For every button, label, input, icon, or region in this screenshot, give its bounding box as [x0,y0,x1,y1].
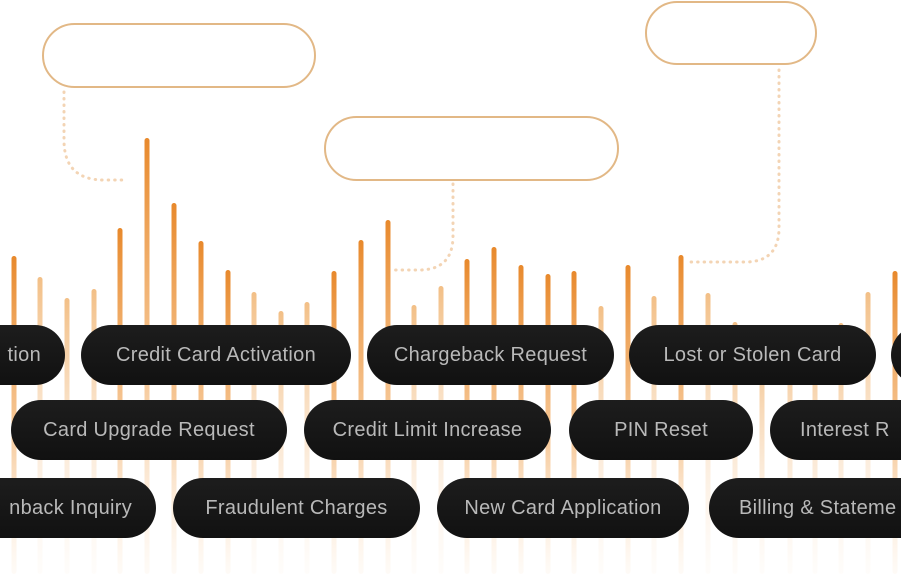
waveform-bar [171,203,177,574]
callout-bubble-1 [42,23,316,88]
callout-bubble-2 [324,116,619,181]
callout-bubble-3 [645,1,817,65]
intent-pill-activation-partial[interactable]: tion [0,325,65,385]
intent-pill-lost-or-stolen-card[interactable]: Lost or Stolen Card [629,325,876,385]
intent-pill-pin-reset[interactable]: PIN Reset [569,400,753,460]
intent-pill-chargeback-request[interactable]: Chargeback Request [367,325,614,385]
connector-line-1 [62,90,128,182]
intent-pill-credit-limit-increase[interactable]: Credit Limit Increase [304,400,551,460]
intent-pill-interest-partial[interactable]: Interest R [770,400,901,460]
intent-pill-billing-statements-partial[interactable]: Billing & Stateme [709,478,901,538]
intent-pill-partial-edge[interactable] [891,325,901,385]
intent-pill-credit-card-activation[interactable]: Credit Card Activation [81,325,351,385]
intent-pill-fraudulent-charges[interactable]: Fraudulent Charges [173,478,420,538]
intent-pill-card-upgrade-request[interactable]: Card Upgrade Request [11,400,287,460]
intent-pill-chargeback-inquiry-partial[interactable]: nback Inquiry [0,478,156,538]
intent-pill-new-card-application[interactable]: New Card Application [437,478,689,538]
connector-lines [62,68,781,272]
connector-line-2 [390,182,455,272]
connector-line-3 [686,68,781,264]
